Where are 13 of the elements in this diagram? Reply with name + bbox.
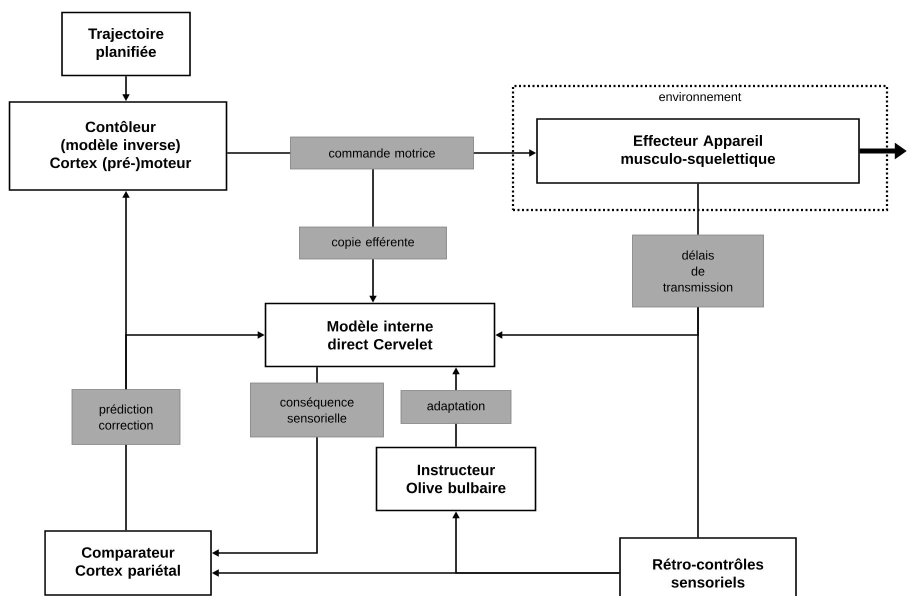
signal-box: conséquence sensorielle bbox=[250, 382, 384, 438]
process-box: Trajectoire planifiée bbox=[61, 12, 191, 76]
signal-box: délais de transmission bbox=[632, 234, 764, 308]
signal-box: commande motrice bbox=[290, 136, 474, 170]
process-box: Effecteur Appareil musculo-squelettique bbox=[536, 118, 860, 184]
signal-box: copie efférente bbox=[299, 226, 447, 260]
process-box: Modèle interne direct Cervelet bbox=[264, 302, 496, 368]
signal-box: adaptation bbox=[400, 390, 512, 424]
process-box: Instructeur Olive bulbaire bbox=[376, 446, 536, 512]
process-box: Contôleur (modèle inverse) Cortex (pré-)moteur bbox=[8, 101, 228, 191]
process-box: Rétro-contrôles sensoriels bbox=[619, 537, 797, 596]
process-box: Comparateur Cortex pariétal bbox=[44, 530, 212, 596]
signal-box: prédiction correction bbox=[72, 389, 180, 445]
